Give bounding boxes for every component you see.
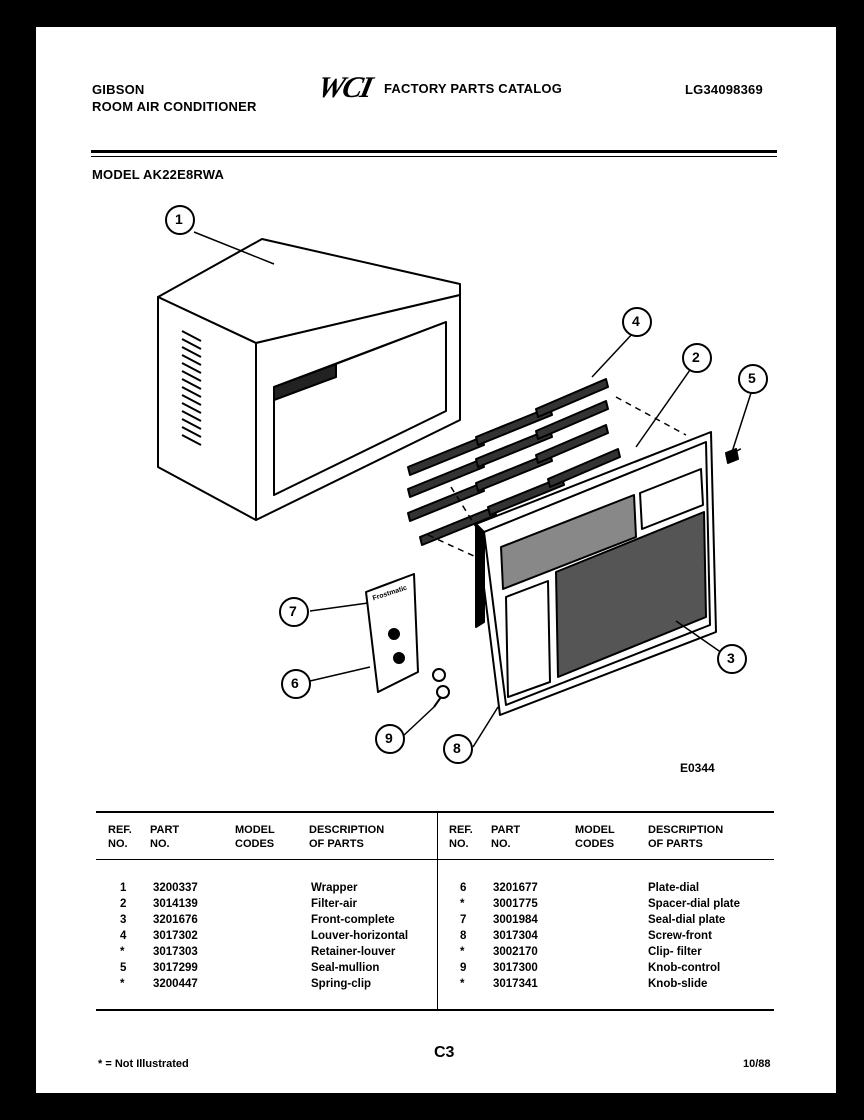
header-model-right-2: CODES (575, 838, 615, 850)
header-model-left-2: CODES (235, 838, 275, 850)
callout-5: 5 (748, 370, 756, 386)
part-number: 3017300 (493, 962, 538, 974)
ref-number: * (120, 946, 125, 958)
brand-name: GIBSON (92, 82, 145, 97)
catalog-page: GIBSON ROOM AIR CONDITIONER WCI FACTORY … (36, 27, 836, 1093)
header-part-right-1: PART (491, 824, 521, 836)
table-top-rule (96, 811, 774, 813)
footer-date: 10/88 (743, 1058, 771, 1070)
callout-8: 8 (453, 740, 461, 756)
part-number: 3017303 (153, 946, 198, 958)
part-description: Knob-control (648, 962, 721, 974)
callout-9: 9 (385, 730, 393, 746)
header-part-left-2: NO. (150, 838, 170, 850)
callout-4: 4 (632, 313, 640, 329)
part-number: 3001984 (493, 914, 538, 926)
callout-8-circle (443, 734, 473, 764)
part-number: 3201677 (493, 882, 538, 894)
part-description: Filter-air (311, 898, 358, 910)
catalog-number: LG34098369 (685, 82, 763, 97)
part-description: Seal-mullion (311, 962, 380, 974)
part-number: 3200447 (153, 978, 198, 990)
callout-2-circle (682, 343, 712, 373)
header-rule-top (91, 150, 777, 153)
header-ref-right-2: NO. (449, 838, 469, 850)
footer-note: * = Not Illustrated (98, 1058, 189, 1070)
header-part-left-1: PART (150, 824, 180, 836)
control-knobs (432, 668, 450, 708)
exploded-parts-diagram (157, 205, 768, 764)
ref-number: 7 (460, 914, 467, 926)
header-part-right-2: NO. (491, 838, 511, 850)
callout-6-circle (281, 669, 311, 699)
model-number: MODEL AK22E8RWA (92, 167, 225, 182)
part-number: 3002170 (493, 946, 538, 958)
catalog-title: FACTORY PARTS CATALOG (384, 81, 563, 96)
wrapper-cabinet (157, 238, 461, 521)
callout-7-circle (279, 597, 309, 627)
front-panel (475, 431, 717, 716)
part-number: 3014139 (153, 898, 198, 910)
ref-number: 6 (460, 882, 467, 894)
part-description: Spring-clip (311, 978, 372, 990)
ref-number: 3 (120, 914, 127, 926)
part-number: 3017304 (493, 930, 538, 942)
callout-3-circle (717, 644, 747, 674)
part-description: Spacer-dial plate (648, 898, 741, 910)
table-bottom-rule (96, 1009, 774, 1011)
ref-number: 5 (120, 962, 127, 974)
part-description: Retainer-louver (311, 946, 396, 958)
callout-4-circle (622, 307, 652, 337)
callout-3: 3 (727, 650, 735, 666)
header-desc-left-1: DESCRIPTION (309, 824, 385, 836)
callout-1-circle (165, 205, 195, 235)
part-number: 3017299 (153, 962, 198, 974)
ref-number: 1 (120, 882, 127, 894)
ref-number: 8 (460, 930, 467, 942)
part-description: Plate-dial (648, 882, 700, 894)
callout-9-circle (375, 724, 405, 754)
louver-assembly (407, 378, 621, 546)
table-header-rule (96, 859, 774, 860)
callout-6: 6 (291, 675, 299, 691)
part-description: Seal-dial plate (648, 914, 726, 926)
part-number: 3201676 (153, 914, 198, 926)
ref-number: 9 (460, 962, 467, 974)
header-rule-bottom (91, 156, 777, 157)
table-column-divider (437, 813, 438, 1009)
callout-7: 7 (289, 603, 297, 619)
callout-2: 2 (692, 349, 700, 365)
header-ref-left-2: NO. (108, 838, 128, 850)
callout-1: 1 (175, 211, 183, 227)
diagram-code: E0344 (680, 761, 715, 775)
part-description: Screw-front (648, 930, 712, 942)
header-desc-right-2: OF PARTS (648, 838, 703, 850)
part-description: Louver-horizontal (311, 930, 409, 942)
part-description: Front-complete (311, 914, 395, 926)
header-desc-right-1: DESCRIPTION (648, 824, 724, 836)
part-description: Clip- filter (648, 946, 702, 958)
header-model-right-1: MODEL (575, 824, 615, 836)
header-desc-left-2: OF PARTS (309, 838, 364, 850)
part-number: 3017341 (493, 978, 538, 990)
dial-knob-lower (393, 652, 405, 664)
ref-number: * (120, 978, 125, 990)
header-ref-left-1: REF. (108, 824, 132, 836)
ref-number: * (460, 978, 465, 990)
part-number: 3200337 (153, 882, 198, 894)
page-number: C3 (434, 1044, 455, 1061)
dial-knob-upper (388, 628, 400, 640)
ref-number: 4 (120, 930, 127, 942)
header-model-left-1: MODEL (235, 824, 275, 836)
part-description: Wrapper (311, 882, 358, 894)
ref-number: * (460, 898, 465, 910)
part-number: 3017302 (153, 930, 198, 942)
callout-5-circle (738, 364, 768, 394)
part-description: Knob-slide (648, 978, 708, 990)
ref-number: 2 (120, 898, 127, 910)
header-ref-right-1: REF. (449, 824, 473, 836)
part-number: 3001775 (493, 898, 538, 910)
product-name: ROOM AIR CONDITIONER (92, 99, 257, 114)
ref-number: * (460, 946, 465, 958)
